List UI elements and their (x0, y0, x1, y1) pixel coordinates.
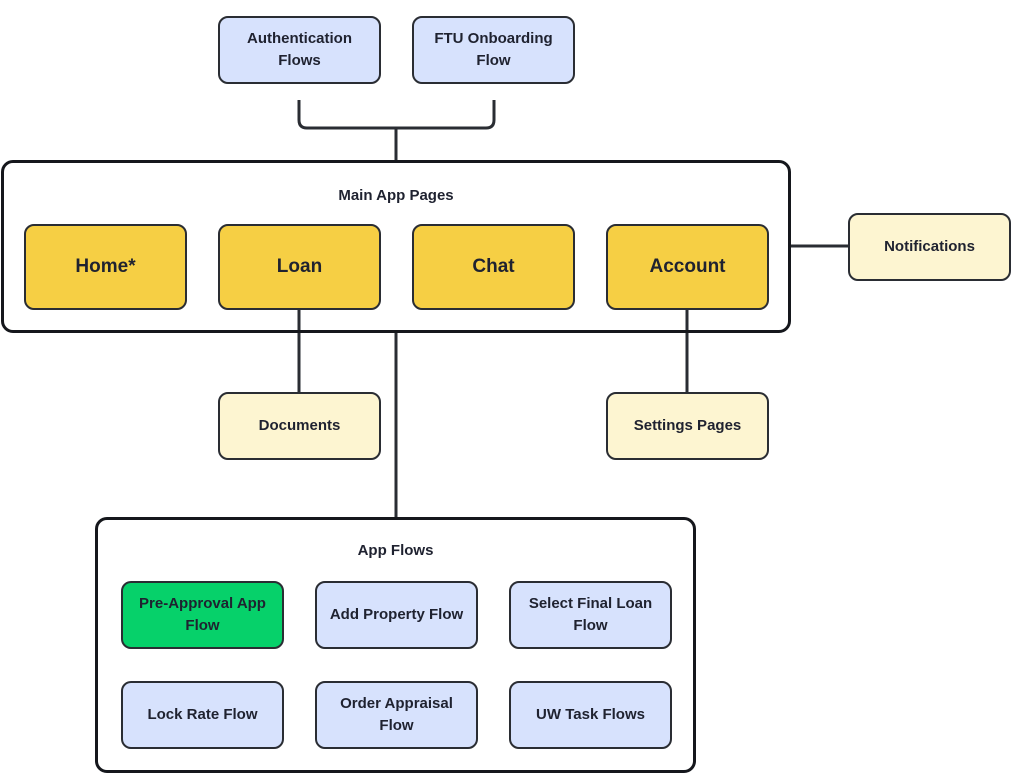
order-appraisal-flow-box[interactable]: Order Appraisal Flow (315, 681, 478, 749)
lock-rate-flow-box[interactable]: Lock Rate Flow (121, 681, 284, 749)
pre-approval-app-flow-label: Pre-Approval App Flow (139, 595, 266, 634)
chat-page-label: Chat (472, 256, 515, 278)
order-appraisal-flow-label: Order Appraisal Flow (340, 695, 453, 734)
account-page-box[interactable]: Account (606, 224, 769, 310)
pre-approval-app-flow-box[interactable]: Pre-Approval App Flow (121, 581, 284, 649)
app-flows-container: App Flows (95, 517, 696, 773)
settings-pages-label: Settings Pages (633, 417, 742, 435)
main-app-pages-container: Main App Pages (1, 160, 791, 333)
ftu-onboarding-flow-box[interactable]: FTU Onboarding Flow (412, 16, 575, 84)
authentication-flows-label: Authentication Flows (247, 30, 352, 69)
notifications-label: Notifications (884, 238, 975, 256)
notifications-box[interactable]: Notifications (848, 213, 1011, 281)
settings-pages-box[interactable]: Settings Pages (606, 392, 769, 460)
app-flows-title: App Flows (357, 542, 434, 559)
home-page-label: Home* (75, 256, 136, 278)
ftu-onboarding-flow-label: FTU Onboarding Flow (434, 30, 553, 69)
uw-task-flows-box[interactable]: UW Task Flows (509, 681, 672, 749)
main-app-pages-title: Main App Pages (338, 187, 454, 204)
documents-label: Documents (258, 417, 341, 435)
documents-box[interactable]: Documents (218, 392, 381, 460)
add-property-flow-box[interactable]: Add Property Flow (315, 581, 478, 649)
account-page-label: Account (649, 256, 726, 278)
select-final-loan-flow-label: Select Final Loan Flow (528, 595, 653, 634)
select-final-loan-flow-box[interactable]: Select Final Loan Flow (509, 581, 672, 649)
chat-page-box[interactable]: Chat (412, 224, 575, 310)
home-page-box[interactable]: Home* (24, 224, 187, 310)
loan-page-box[interactable]: Loan (218, 224, 381, 310)
loan-page-label: Loan (276, 256, 323, 278)
authentication-flows-box[interactable]: Authentication Flows (218, 16, 381, 84)
uw-task-flows-label: UW Task Flows (536, 706, 645, 724)
bracket-connector (297, 100, 496, 130)
add-property-flow-label: Add Property Flow (329, 606, 464, 624)
lock-rate-flow-label: Lock Rate Flow (147, 706, 258, 724)
